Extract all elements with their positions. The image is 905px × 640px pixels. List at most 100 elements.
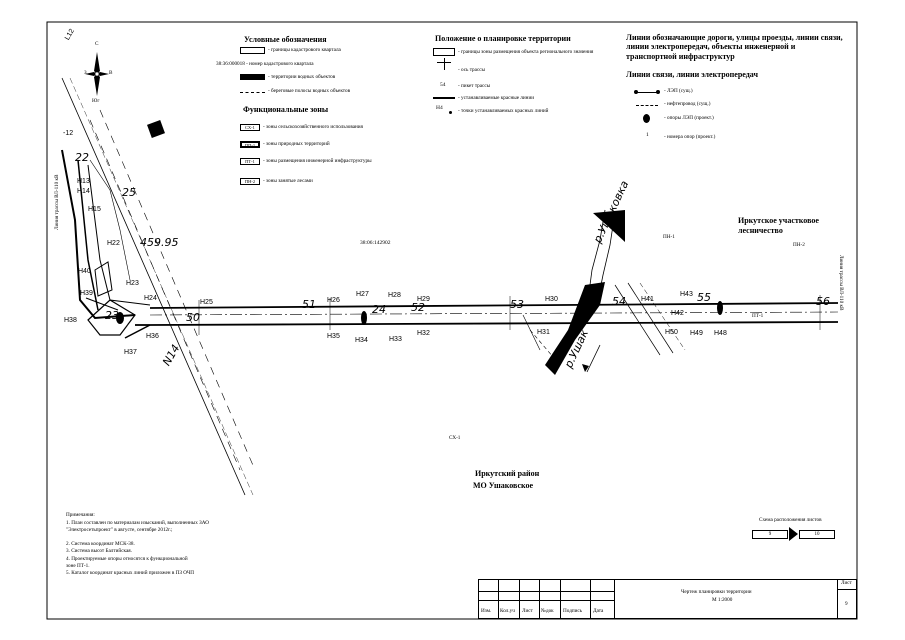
scheme-right-sheet: 10 [799,530,835,539]
legend-water-swatch [240,74,265,80]
zone-code: СХ-1 [240,124,260,131]
planning-item: - устанавливаемые красные линии [458,95,535,101]
picket-label: 22 [75,151,89,164]
lep-line-icon [636,92,658,93]
point-label: Н13 [77,178,90,185]
point-label: Н42 [671,310,684,317]
legend-item: - границы кадастрового квартала [268,47,341,53]
title-col: №док [541,608,554,614]
vertical-caption-right: Линия трассы ВЛ-110 кВ [838,255,844,311]
compass-icon [85,52,109,96]
compass-west: З [84,70,87,76]
title-grid-v [560,579,561,619]
point-label: Н34 [355,337,368,344]
drawing-title: Чертеж планировки территории [681,589,752,595]
lines-item: - нефтепровод (сущ.) [664,101,711,107]
title-block [478,579,857,619]
red-line-icon [433,97,455,99]
lines-item: - ЛЭП (сущ.) [664,88,693,94]
point-label: Н27 [356,291,369,298]
title-grid-v [539,579,540,619]
elevation-label: 459.95 [140,236,179,249]
kvartal-label: 38:06:142902 [360,240,391,246]
legend-item: 38:36:000018 - номер кадастрового кварта… [216,61,314,67]
picket-label: 23 [105,309,119,322]
point-dot [449,111,452,114]
title-col: Дата [593,608,604,614]
oil-pipe-icon [636,105,658,106]
note-item: 3. Система высот Балтийская. [66,548,132,554]
zone-text: - зоны размещения инженерной инфраструкт… [263,158,372,164]
point-label: Н31 [537,329,550,336]
legend-item: - территории водных объектов [268,74,336,80]
point-label: Н50 [665,329,678,336]
zone-text: - зоны природных территорий [263,141,330,147]
lep-dot [634,90,638,94]
picket-label: 25 [122,186,136,199]
drawing-scale: М 1:2000 [712,597,733,603]
note-item: 5. Каталог координат красных линий прило… [66,570,194,576]
planning-title: Положение о планировке территории [435,34,571,43]
zone-text: - зоны занятые лесами [263,178,313,184]
support-icon [643,114,650,123]
planning-item: - границы зоны размещения объекта регион… [458,49,594,55]
picket-label: 50 [186,311,200,324]
title-col: Подпись [563,608,583,614]
zone-text: - зоны сельскохозяйственного использован… [263,124,363,130]
point-label: Н23 [126,280,139,287]
picket-label: 52 [411,301,425,314]
point-label: Н24 [144,295,157,302]
point-label: Н43 [680,291,693,298]
point-label: Н25 [200,299,213,306]
point-label: Н40 [78,268,91,275]
picket-label: 24 [372,303,386,316]
point-label: Н26 [327,297,340,304]
note-item: 4. Проектируемые опоры относятся к функц… [66,556,188,569]
lines-title: Линии обозначающие дороги, улицы проезды… [626,33,843,61]
point-label: Н28 [388,292,401,299]
picket-number: 54 [440,82,446,88]
legend-box-cadastral [240,47,265,54]
picket-label: 54 [612,295,626,308]
zones-title: Функциональные зоны [243,105,329,114]
point-label: Н48 [714,330,727,337]
title-grid-v [837,579,838,619]
sheet-label: Лист [841,580,852,586]
point-label: Н4 [436,105,443,111]
zone-code: ПП-1 [240,141,260,148]
sheet-number: 9 [845,601,848,607]
picket-label: 56 [816,295,830,308]
scheme-left-sheet: 9 [752,530,788,539]
point-label: Н30 [545,296,558,303]
title-col: Лист [522,608,533,614]
main-line-bottom [149,321,839,326]
scheme-title: Схема расположения листов [759,517,822,523]
picket-label: 53 [510,298,524,311]
main-line-top [149,302,839,309]
legend-shore-line [240,92,265,93]
lines-item: - опоры ЛЭП (проект.) [664,115,714,121]
picket-label: 51 [302,298,316,311]
point-label: Н41 [641,296,654,303]
forestry-label: Иркутское участковое лесничество [738,216,819,235]
diagonal-line [61,77,246,496]
point-label: Н29 [417,296,430,303]
point-label: Н37 [124,349,137,356]
main-line-axis [149,311,839,316]
compass-south: Юг [92,98,100,104]
sheet-frame [46,21,858,620]
legend-item: - береговые полосы водных объектов [268,88,351,94]
district-label: Иркутский район [475,469,540,478]
point-label: Н22 [107,240,120,247]
legend-title: Условные обозначения [244,35,327,44]
title-grid-h [837,589,857,590]
lines-subtitle: Линии связи, линии электропередач [626,70,758,79]
zone-code: ПН-2 [240,178,260,185]
title-col: Изм. [481,608,492,614]
compass-east: В [109,70,113,76]
title-grid-v [590,579,591,619]
corridor-left [61,149,136,320]
note-item: 1. План составлен по материалам изыскани… [66,520,209,533]
point-label: Н49 [690,330,703,337]
